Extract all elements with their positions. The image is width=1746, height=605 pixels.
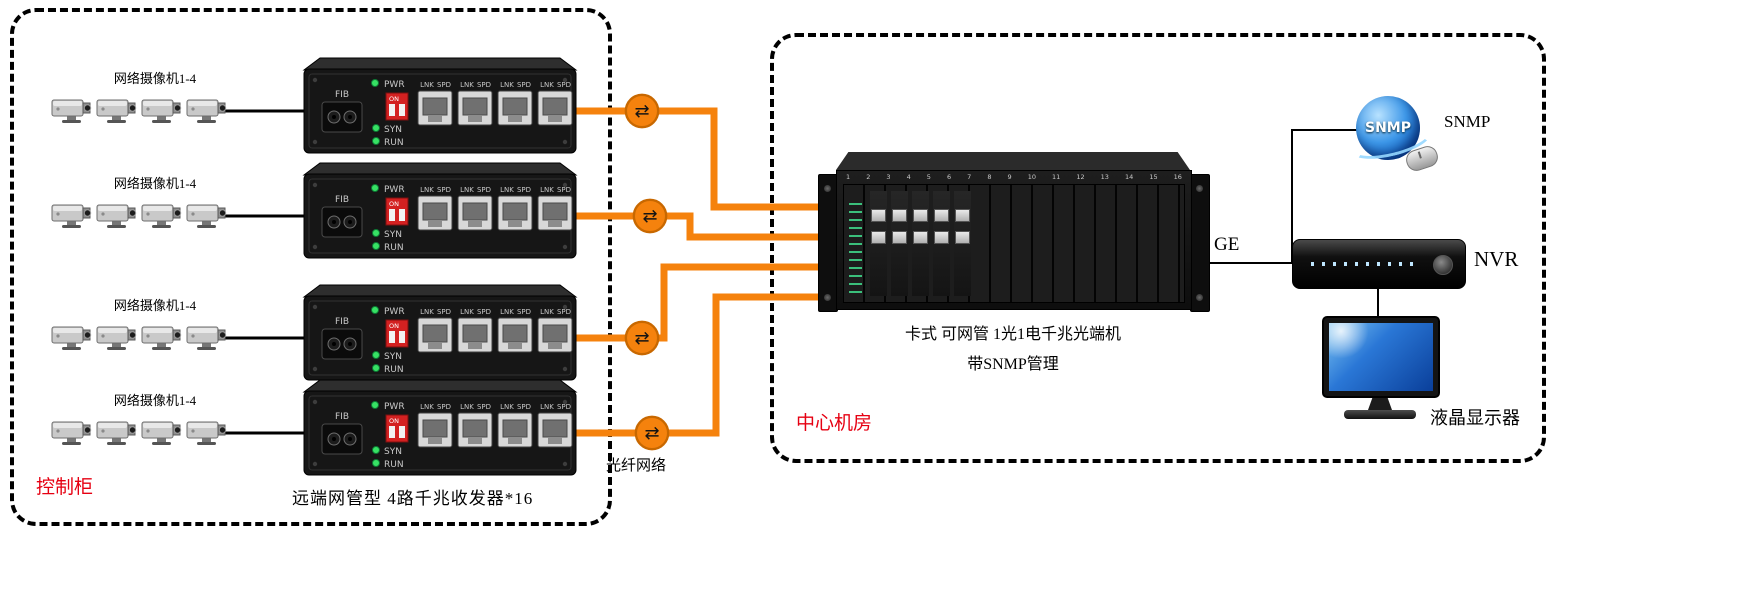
slot-number: 3: [886, 173, 891, 181]
snmp-label: SNMP: [1444, 112, 1491, 131]
line-card: [933, 191, 950, 296]
snmp-link: [1291, 129, 1358, 263]
camera-icon: [50, 94, 94, 126]
camera-group-label-3: 网络摄像机1-4: [113, 298, 197, 313]
ge-label: GE: [1214, 234, 1240, 255]
fiber-coupler-icon: [623, 319, 661, 357]
media-converter-2: [300, 161, 580, 261]
slot-number: 13: [1100, 173, 1109, 181]
converter-caption: 远端网管型 4路千兆收发器*16: [292, 489, 534, 508]
nvr-label: NVR: [1474, 247, 1519, 271]
chassis-caption-line1: 卡式 可网管 1光1电千兆光端机: [904, 326, 1121, 343]
snmp-globe-text: SNMP: [1365, 120, 1411, 136]
camera-icon: [95, 199, 139, 231]
camera-icon: [50, 199, 94, 231]
monitor-label: 液晶显示器: [1430, 408, 1520, 428]
cabinet-label: 控制柜: [36, 477, 94, 498]
chassis-top: [836, 152, 1190, 170]
line-card: [954, 191, 971, 296]
monitor-stand: [1368, 398, 1392, 410]
slot-number: 15: [1149, 173, 1158, 181]
line-card: [912, 191, 929, 296]
media-converter-1: [300, 56, 580, 156]
slot-number: 12: [1076, 173, 1085, 181]
fiber-coupler-icon: [633, 414, 671, 452]
camera-group-label-1: 网络摄像机1-4: [113, 71, 197, 86]
nvr-device: [1292, 239, 1466, 289]
fiber-link-1: [570, 107, 840, 211]
fiber-link-2: [570, 212, 840, 241]
monitor-screen: [1322, 316, 1440, 398]
camera-icon: [95, 416, 139, 448]
fiber-coupler-icon: [631, 197, 669, 235]
monitor: [1322, 316, 1440, 419]
chassis-mounting-ear-right: [1190, 174, 1210, 312]
media-converter-4: [300, 378, 580, 478]
camera-icon: [50, 321, 94, 353]
slot-number: 6: [946, 173, 952, 181]
line-card: [870, 191, 887, 296]
line-card: [891, 191, 908, 296]
media-converter-3: [300, 283, 580, 383]
camera-icon: [185, 416, 229, 448]
central-room-boundary: [770, 33, 1546, 463]
monitor-base: [1344, 410, 1416, 419]
slot-number: 8: [987, 173, 992, 181]
slot-number: 16: [1173, 173, 1182, 181]
camera-icon: [185, 94, 229, 126]
control-cabinet-boundary: [10, 8, 612, 526]
slot-number: 7: [967, 173, 972, 181]
slot-number: 4: [906, 173, 911, 181]
camera-icon: [185, 321, 229, 353]
room-label: 中心机房: [796, 413, 873, 434]
slot-number: 11: [1052, 173, 1061, 181]
camera-icon: [140, 321, 184, 353]
snmp-globe-icon: SNMP: [1356, 96, 1420, 160]
camera-icon: [140, 416, 184, 448]
slot-number: 14: [1125, 173, 1134, 181]
camera-icon: [50, 416, 94, 448]
fiber-coupler-icon: [623, 92, 661, 130]
slot-number: 2: [866, 173, 871, 181]
slot-number: 9: [1007, 173, 1012, 181]
slot-number: 5: [926, 173, 931, 181]
fiber-network-label: 光纤网络: [606, 458, 667, 474]
camera-icon: [185, 199, 229, 231]
nvr-indicator-leds: [1311, 262, 1419, 266]
fiber-link-3: [570, 263, 840, 342]
camera-group-label-4: 网络摄像机1-4: [113, 393, 197, 408]
camera-icon: [140, 94, 184, 126]
slot-number: 1: [846, 173, 851, 181]
camera-group-label-2: 网络摄像机1-4: [113, 176, 197, 191]
camera-icon: [140, 199, 184, 231]
chassis-mounting-ear-left: [818, 174, 838, 312]
camera-icon: [95, 321, 139, 353]
slot-number: 10: [1027, 173, 1036, 181]
camera-icon: [95, 94, 139, 126]
chassis-caption-line2: 带SNMP管理: [967, 356, 1059, 373]
power-module: [849, 197, 862, 293]
nvr-knob: [1433, 255, 1453, 275]
chassis-slots: [843, 184, 1185, 303]
